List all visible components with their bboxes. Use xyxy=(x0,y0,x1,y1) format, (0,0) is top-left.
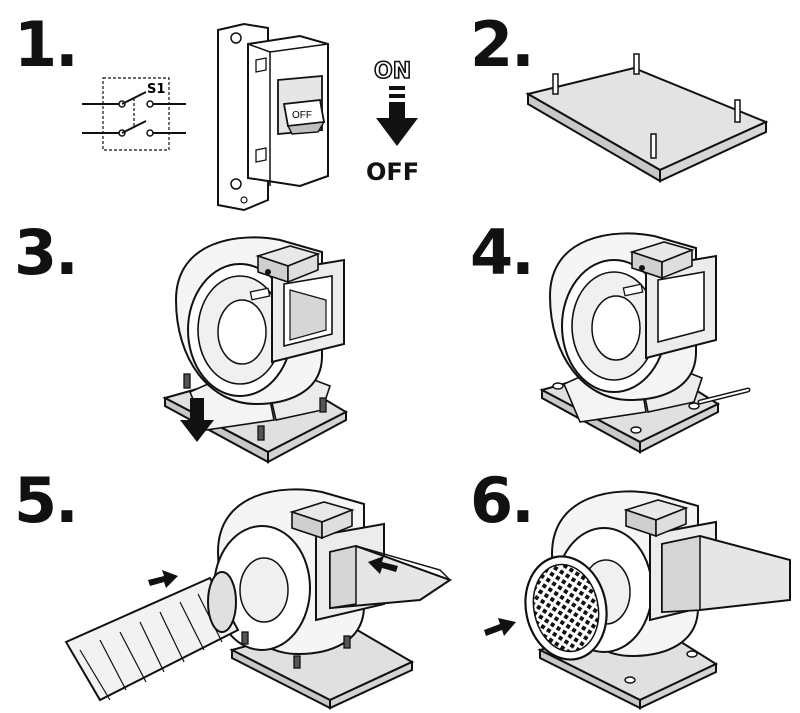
flexible-duct-icon xyxy=(64,571,240,702)
breaker-handle-label: OFF xyxy=(292,110,312,121)
on-label: ON xyxy=(374,59,411,84)
step-5-number: 5. xyxy=(14,464,79,537)
switch-schematic-icon: S1 xyxy=(82,77,186,151)
protective-grille-icon xyxy=(524,555,608,661)
arrow-down-icon xyxy=(376,86,418,146)
step-2-number: 2. xyxy=(470,8,535,81)
step-4-number: 4. xyxy=(470,216,535,289)
switch-label: S1 xyxy=(147,82,165,97)
off-label: OFF xyxy=(366,158,419,186)
circuit-breaker-icon: OFF xyxy=(217,22,329,212)
step-1-panel: S1 OFF ON OFF xyxy=(0,0,440,215)
mounting-plate-icon xyxy=(525,53,769,183)
on-off-indicator: ON OFF xyxy=(366,58,419,186)
step-6-number: 6. xyxy=(470,464,535,537)
rectangular-duct-icon xyxy=(315,522,453,622)
arrow-right-icon xyxy=(148,570,178,588)
step-1-number: 1. xyxy=(14,8,79,81)
step-2-panel xyxy=(0,0,800,215)
step-3-number: 3. xyxy=(14,216,79,289)
